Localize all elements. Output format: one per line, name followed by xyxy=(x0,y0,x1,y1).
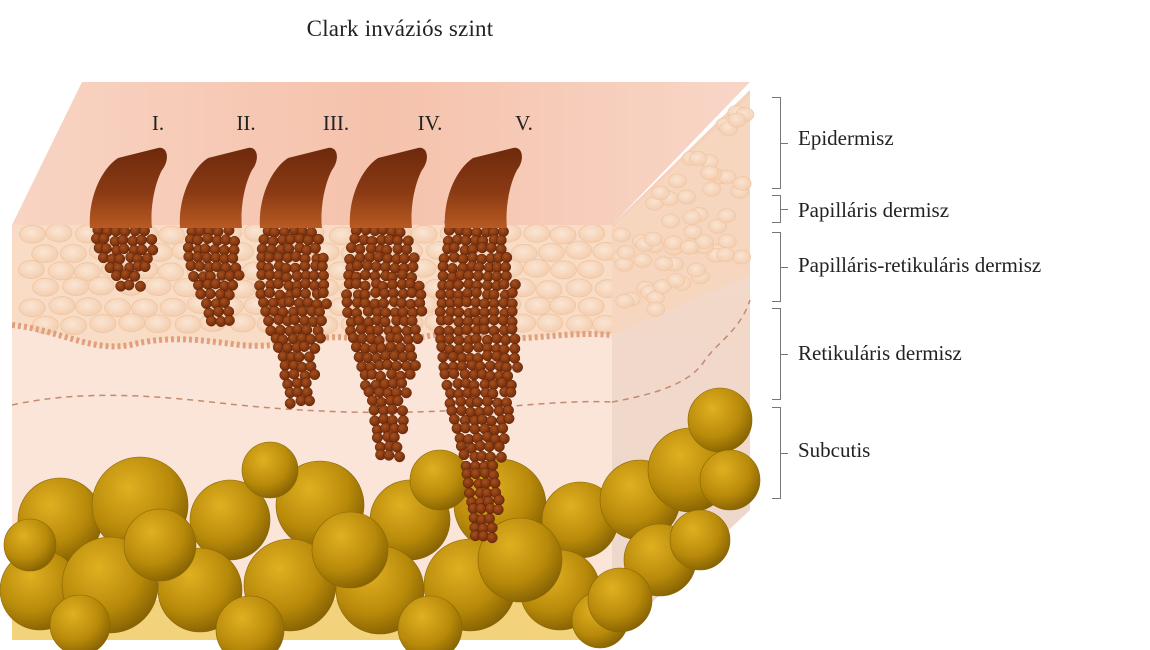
bracket-reticular-dermis xyxy=(772,308,781,400)
clark-level-4-label: IV. xyxy=(418,111,443,135)
layer-label-papillary-dermis: Papilláris dermisz xyxy=(798,198,949,223)
bracket-papillary-dermis xyxy=(772,195,781,223)
layer-label-reticular-dermis: Retikuláris dermisz xyxy=(798,341,962,366)
clark-level-5-label: V. xyxy=(515,111,533,135)
layer-label-subcutis: Subcutis xyxy=(798,438,870,463)
bracket-subcutis xyxy=(772,407,781,499)
layer-label-papillary-reticular-dermis: Papilláris-retikuláris dermisz xyxy=(798,253,1041,278)
bracket-papillary-reticular-dermis xyxy=(772,232,781,302)
clark-level-3-label: III. xyxy=(323,111,349,135)
clark-level-1-label: I. xyxy=(152,111,164,135)
layer-label-epidermis: Epidermisz xyxy=(798,126,894,151)
bracket-epidermis xyxy=(772,97,781,189)
clark-level-2-label: II. xyxy=(236,111,255,135)
